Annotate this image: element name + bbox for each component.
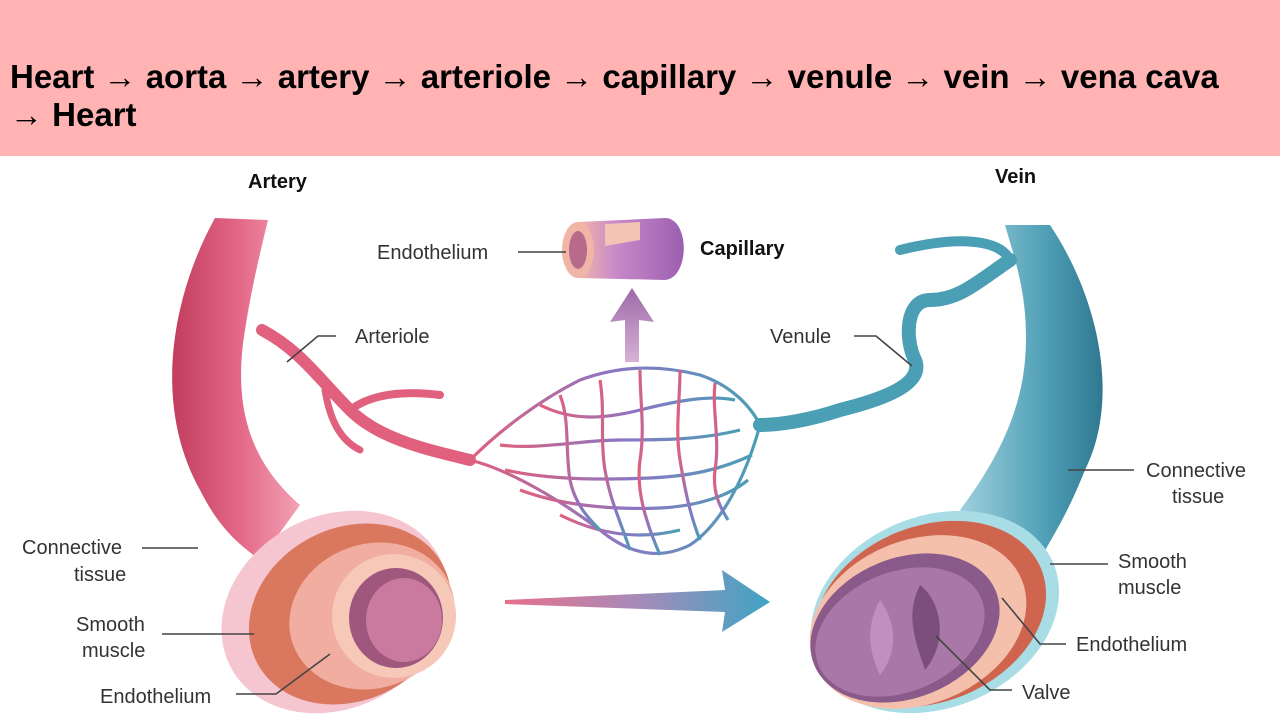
artery-endothelium-leader [236, 653, 331, 695]
title-banner: Heart → aorta → artery → arteriole → cap… [0, 0, 1280, 156]
artery-illustration [172, 218, 476, 714]
blood-vessel-diagram: Artery Capillary Vein Arteriole Connecti… [22, 166, 1246, 714]
vein-smooth-label-line2: muscle [1118, 577, 1181, 599]
vein-endothelium-leader [1001, 597, 1066, 645]
artery-connective-label-line2: tissue [74, 564, 126, 586]
capillary-up-arrow [610, 288, 654, 362]
vein-smooth-label-line1: Smooth [1118, 551, 1187, 573]
capillary-title: Capillary [700, 238, 785, 260]
artery-endothelium-label: Endothelium [100, 686, 211, 708]
arteriole-label: Arteriole [355, 326, 429, 348]
vein-connective-label-line1: Connective [1146, 460, 1246, 482]
blood-flow-sequence-title: Heart → aorta → artery → arteriole → cap… [10, 58, 1219, 133]
vein-connective-label-line2: tissue [1172, 486, 1224, 508]
arteriole-leader [286, 335, 336, 363]
capillary-endothelium-label: Endothelium [377, 242, 488, 264]
artery-connective-label-line1: Connective [22, 537, 122, 559]
venule-label: Venule [770, 326, 831, 348]
venule-leader [854, 335, 913, 367]
vein-title: Vein [995, 166, 1036, 188]
flow-arrow [505, 570, 770, 632]
artery-smooth-label-line1: Smooth [76, 614, 145, 636]
vein-illustration [753, 225, 1103, 714]
vein-endothelium-label: Endothelium [1076, 634, 1187, 656]
capillary-tube [562, 218, 684, 280]
valve-label: Valve [1022, 682, 1071, 704]
valve-leader [935, 635, 1012, 691]
artery-title: Artery [248, 171, 308, 193]
artery-smooth-label-line2: muscle [82, 640, 145, 662]
capillary-network [468, 366, 762, 556]
